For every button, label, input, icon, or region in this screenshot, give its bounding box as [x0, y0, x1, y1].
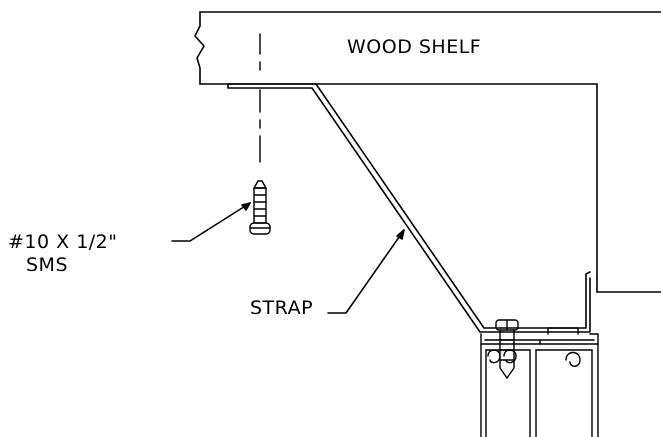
wood-shelf-label: WOOD SHELF [347, 36, 482, 58]
screw-type-label: SMS [26, 254, 69, 276]
extrusion-profile [480, 319, 599, 437]
screw-leader [171, 202, 251, 242]
screw-icon [249, 180, 271, 235]
strap-label: STRAP [250, 297, 314, 319]
strap [227, 83, 591, 333]
wall-edge [596, 277, 661, 293]
screw-callout-label: #10 X 1/2" [8, 231, 118, 253]
strap-leader [327, 229, 405, 314]
